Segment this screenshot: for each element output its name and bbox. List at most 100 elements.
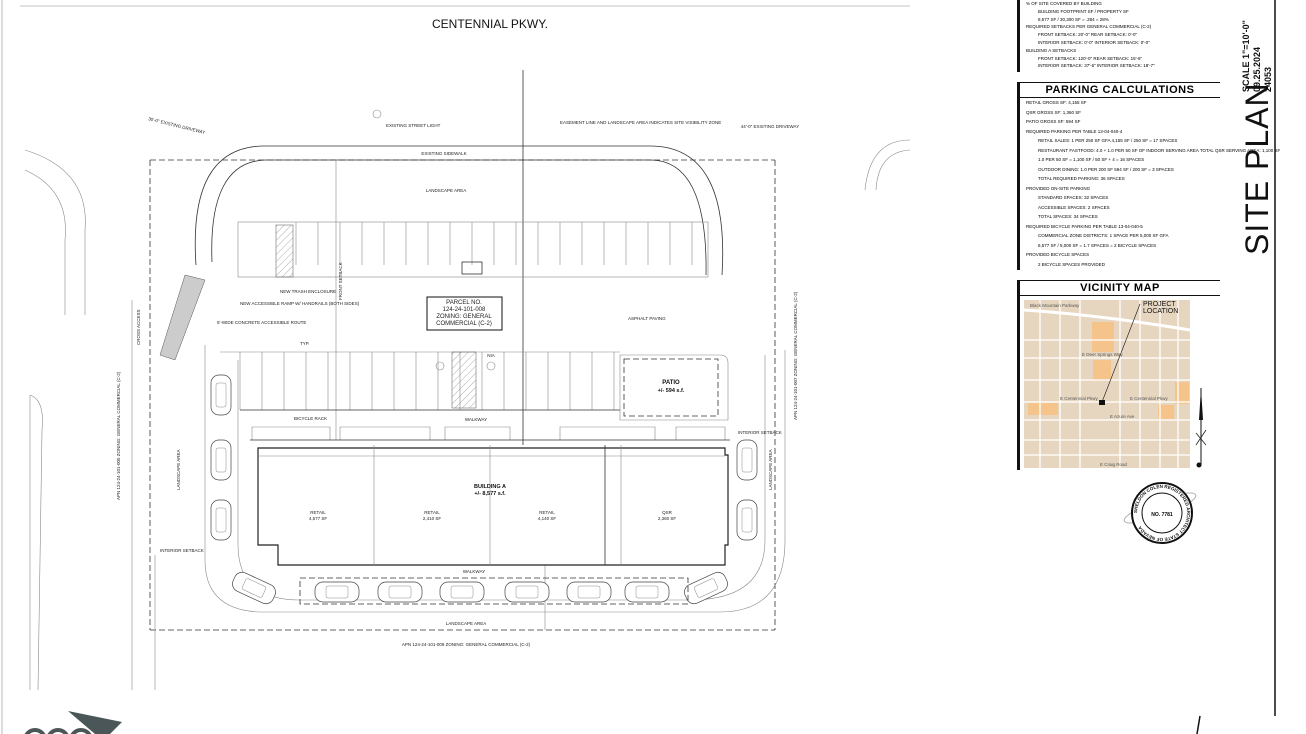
parcel-info-box (426, 296, 503, 331)
label-landscape-area-right: LANDSCAPE AREA (768, 449, 773, 490)
parking-line: STANDARD SPACES: 32 SPACES (1038, 195, 1109, 200)
car-icon (624, 581, 670, 603)
map-street-label: E Centennial Pkwy (1130, 396, 1169, 401)
accessible-symbol-icon (435, 361, 445, 371)
map-street-label: E Deer Springs Way (1082, 352, 1123, 357)
date-label: 09.25.2024 (1252, 47, 1262, 92)
map-streets (1024, 300, 1190, 468)
car-icon (504, 581, 550, 603)
setbacks-line: FRONT SETBACK: 120'-0" REAR SETBACK: 15'… (1038, 55, 1143, 61)
label-walkway-top: WALKWAY (465, 417, 487, 422)
parking-line: REQUIRED PARKING PER TABLE 13-04-040-4 (1026, 128, 1123, 134)
bottom-parking-row (299, 577, 689, 605)
accessible-aisle (451, 351, 477, 409)
job-number: 24053 (1263, 67, 1273, 92)
vicinity-map-title: VICINITY MAP (1020, 280, 1220, 296)
suite-3: RETAIL 4,140 SF (538, 510, 557, 521)
suite-area: 4,577 SF (309, 516, 328, 521)
seal-number: NO. 7781 (1151, 512, 1173, 518)
vicinity-map-image: Black Mountain Parkway E Centennial Pkwy… (1023, 300, 1191, 468)
setbacks-line: % OF SITE COVERED BY BUILDING (1026, 1, 1102, 6)
suite-use: QSR (662, 510, 673, 515)
map-highlight-area (1158, 405, 1174, 419)
car-icon (232, 571, 276, 605)
patio-area (623, 358, 719, 417)
map-highlight-area (1028, 403, 1058, 415)
car-icon (210, 439, 232, 481)
planter (461, 261, 483, 275)
parking-line: RETAIL GROSS SF: 4,155 SF (1026, 100, 1087, 105)
scale-label: SCALE 1"=10'-0" (1241, 20, 1251, 92)
patio-area-label: +/- 594 s.f. (658, 388, 685, 394)
storefront-planters (251, 426, 726, 440)
label-cross-access: CROSS ACCESS (136, 309, 141, 345)
car-icon (566, 581, 612, 603)
label-interior-setback-left: INTERIOR SETBACK (160, 548, 204, 553)
label-existing-street-light: EXISTING STREET LIGHT (386, 123, 441, 128)
existing-curb-right-inner (875, 149, 911, 191)
property-line (149, 159, 776, 631)
parking-line: RESTAURANT FASTFOOD: 4.0 + 1.0 PER 50 SF… (1038, 147, 1281, 153)
parking-line: PROVIDED ON-SITE PARKING (1026, 185, 1091, 191)
label-landscape-area-left: LANDSCAPE AREA (176, 449, 181, 490)
title-block-mark (1196, 715, 1201, 734)
parked-cars (210, 374, 758, 605)
parking-line: PATIO GROSS SF: 594 SF (1026, 119, 1081, 124)
map-highlight-area (1093, 360, 1111, 380)
suite-1: RETAIL 4,577 SF (309, 510, 328, 521)
middle-parking-stalls (220, 351, 620, 410)
suite-use: RETAIL (539, 510, 555, 515)
parcel-line-1: PARCEL NO. (446, 300, 482, 306)
label-existing-driveway-right: 44'-0" EXISTING DRIVEWAY (741, 124, 799, 129)
label-existing-driveway-left: 30'-0" EXISTING DRIVEWAY (148, 116, 206, 135)
parking-line: ACCESSIBLE SPACES: 2 SPACES (1038, 204, 1110, 210)
existing-curb-left-lower (29, 394, 43, 691)
car-icon (210, 374, 232, 416)
parcel-line-3: ZONING: GENERAL (436, 314, 492, 320)
label-visibility-zone: EASEMENT LINE AND LANDSCAPE AREA INDICAT… (560, 120, 721, 125)
map-street-label: E Centennial Pkwy (1060, 396, 1099, 401)
map-street-label: E Azure Ave (1110, 414, 1135, 419)
suite-area: 2,360 SF (658, 516, 677, 521)
label-bicycle-rack: BICYCLE RACK (294, 416, 327, 421)
parking-line: COMMERCIAL ZONE DISTRICTS: 1 SPACE PER 5… (1038, 233, 1169, 238)
parking-line: OUTDOOR DINING: 1.0 PER 200 SF 594 SF / … (1038, 166, 1174, 172)
label-apn-right: APN 124-24-101-007 ZONING: GENERAL COMME… (793, 291, 798, 420)
map-highlight-area (1092, 322, 1114, 352)
suite-area: 4,140 SF (538, 516, 557, 521)
parking-line: TOTAL SPACES: 34 SPACES (1038, 214, 1098, 219)
parcel-line-4: COMMERCIAL (C-2) (436, 321, 492, 327)
suite-4: QSR 2,360 SF (658, 510, 677, 521)
existing-curb-right (864, 139, 911, 191)
building-a-footprint (257, 447, 729, 566)
top-parking-row (237, 221, 709, 278)
setbacks-line: BUILDING A SETBACKS (1026, 47, 1077, 53)
parking-line: REQUIRED BICYCLE PARKING PER TABLE 13-04… (1026, 223, 1143, 229)
label-apn-left: APN 124-24-101-005 ZONING: GENERAL COMME… (116, 371, 121, 500)
setbacks-line: REQUIRED SETBACKS PER GENERAL COMMERCIAL… (1026, 24, 1152, 30)
trash-enclosure (275, 224, 294, 278)
sheet-title: SITE PLAN (1239, 82, 1275, 255)
car-icon (314, 581, 360, 603)
project-location-label: PROJECT LOCATION (1143, 301, 1179, 315)
driveway-outer-curb (194, 145, 724, 276)
existing-curb-left (24, 149, 86, 315)
label-apn-bottom: APN 124-24-101-009 ZONING: GENERAL COMME… (402, 642, 531, 647)
parking-line: PROVIDED BICYCLE SPACES (1026, 252, 1090, 257)
label-existing-sidewalk: EXISTING SIDEWALK (421, 151, 466, 156)
firm-logo (24, 711, 122, 734)
street-light-icon (372, 109, 382, 119)
label-landscape-area-bottom: LANDSCAPE AREA (446, 621, 487, 626)
car-icon (210, 499, 232, 541)
street-name: CENTENNIAL PKWY. (432, 17, 548, 31)
label-typ: TYP. (300, 341, 309, 346)
setbacks-line: FRONT SETBACK: 20'-0" REAR SETBACK: 0'-0… (1038, 32, 1138, 38)
parcel-line-2: 124-24-101-008 (443, 307, 486, 313)
map-freeway (1023, 308, 1191, 332)
existing-curb-left-inner (24, 169, 66, 315)
suite-use: RETAIL (424, 510, 440, 515)
parking-calculations-table: PARKING CALCULATIONS RETAIL GROSS SF: 4,… (1017, 82, 1281, 270)
label-asphalt-paving: ASPHALT PAVING (628, 316, 666, 321)
